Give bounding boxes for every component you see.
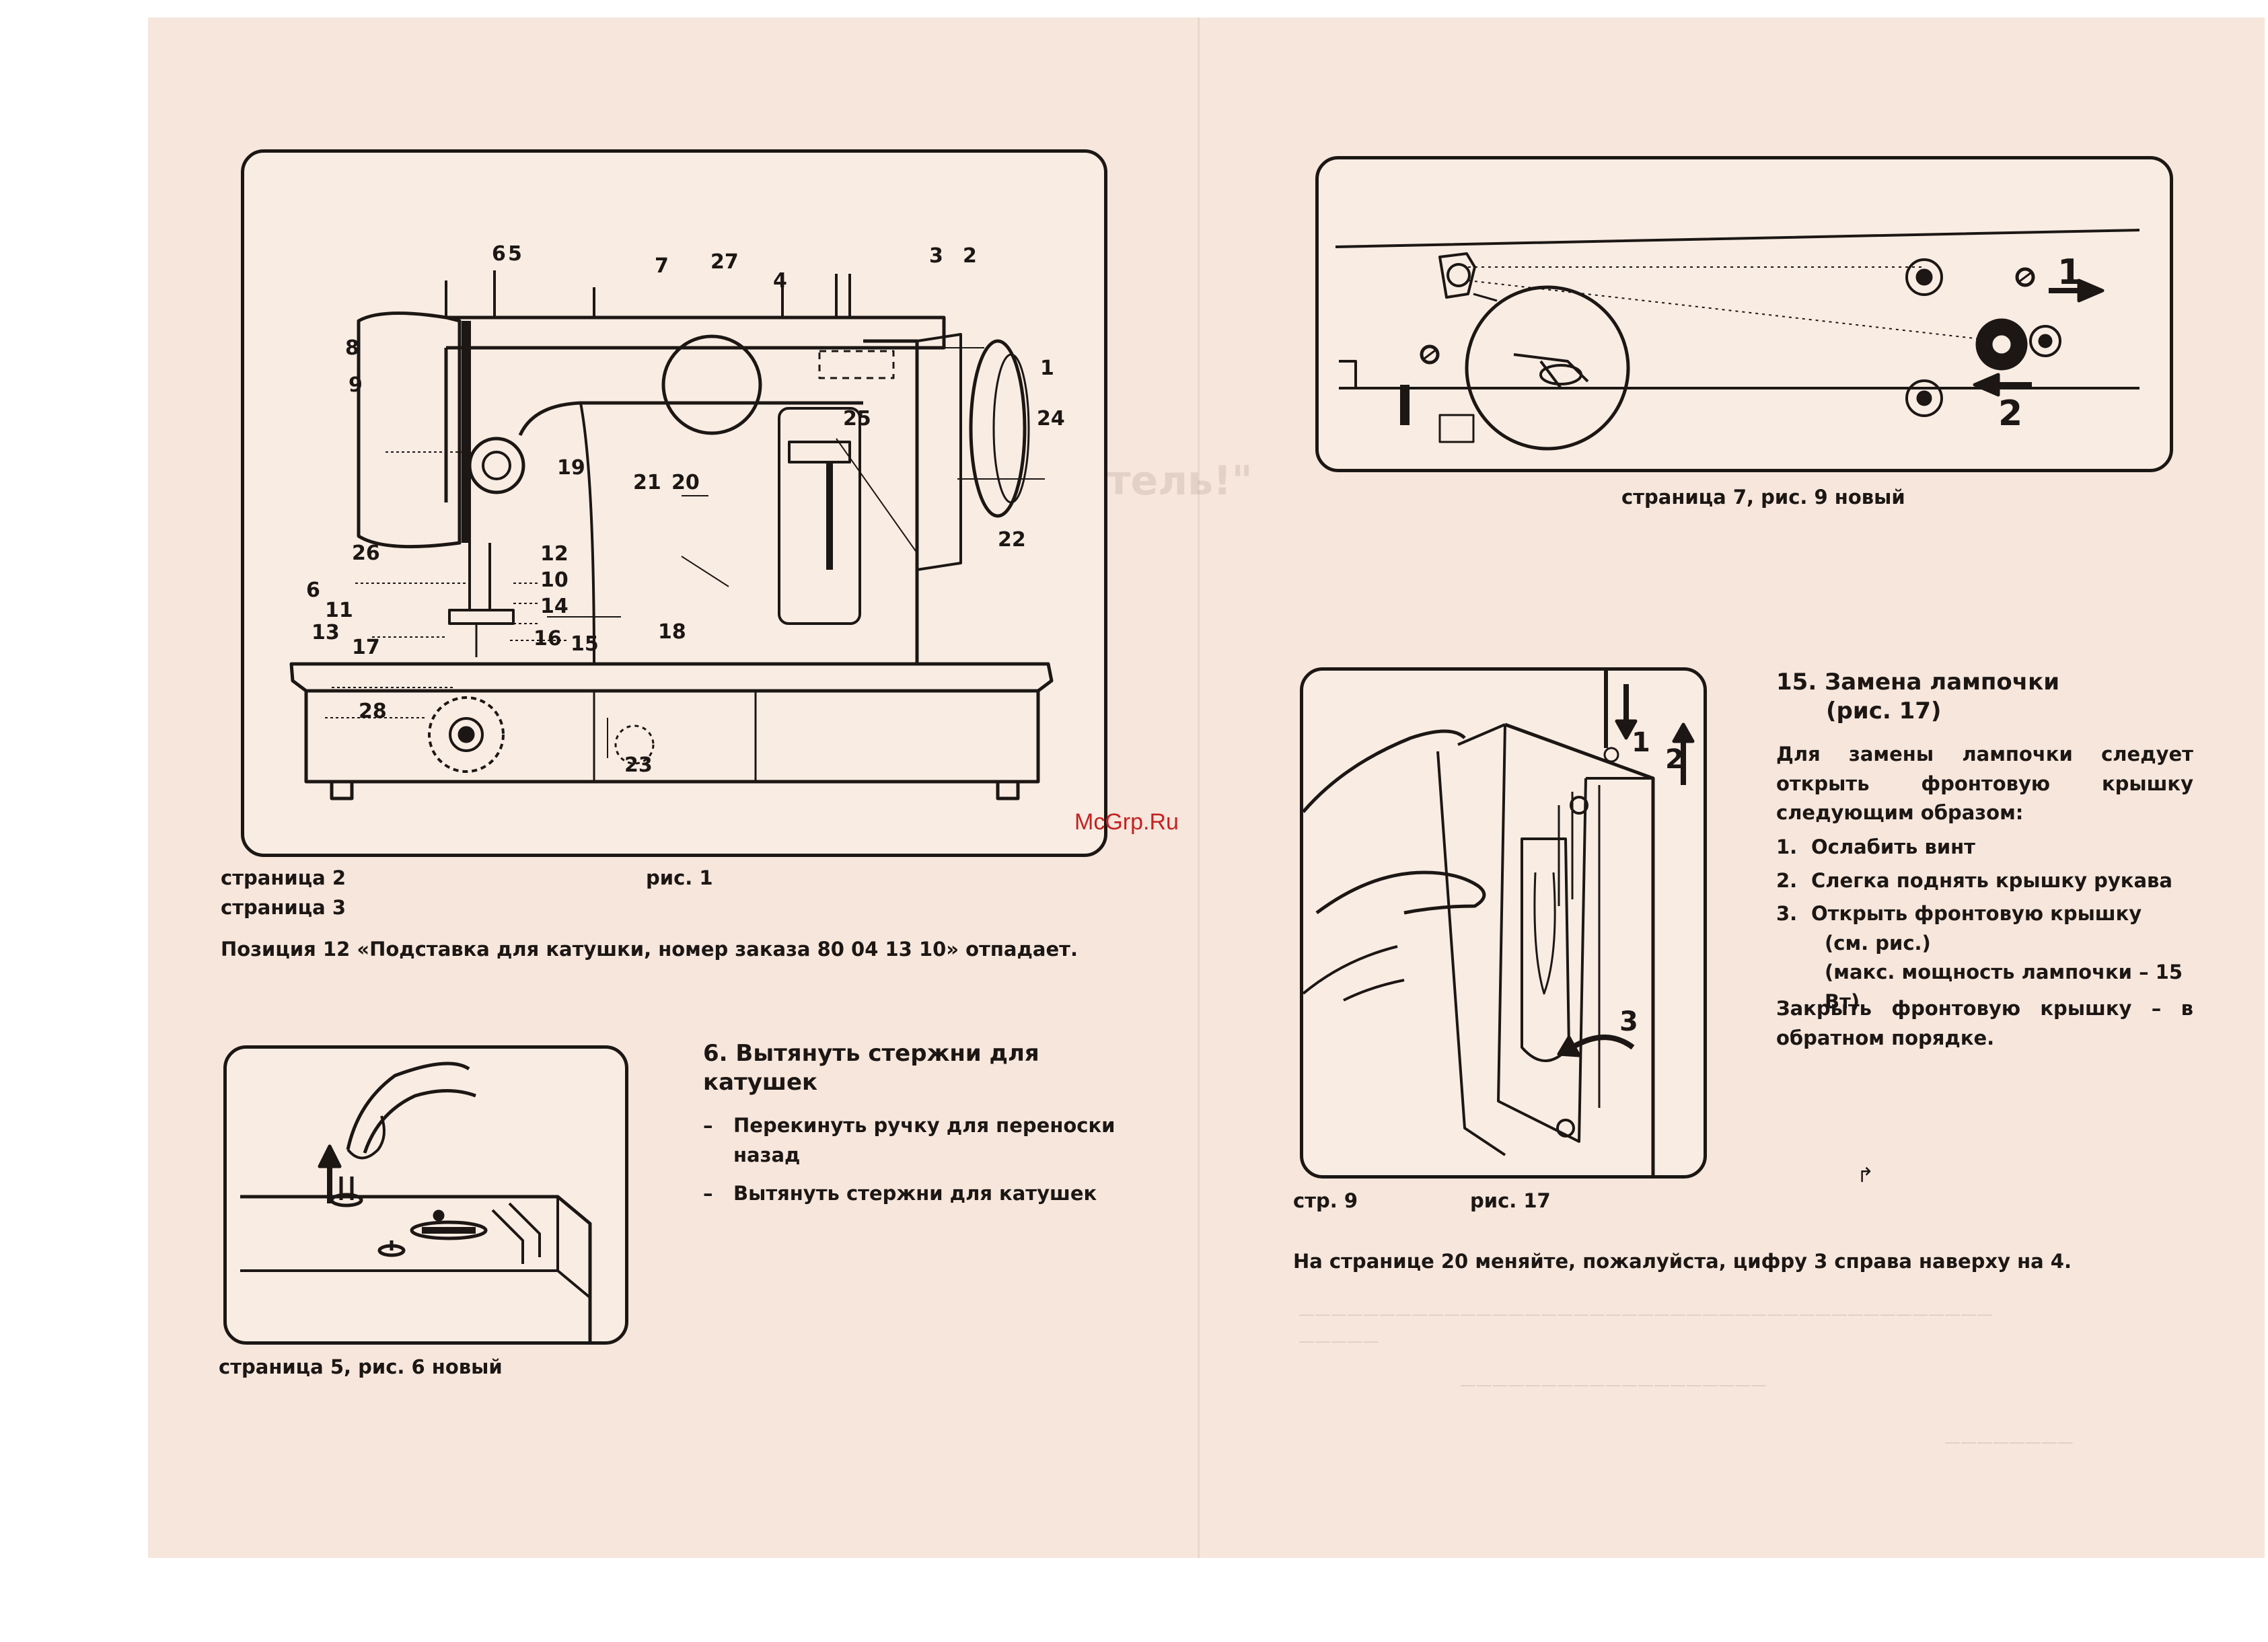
step-number: 1. bbox=[1776, 835, 1798, 858]
section-6-number: 6. bbox=[703, 1040, 728, 1067]
note-position-12: Позиция 12 «Подставка для катушки, номер… bbox=[221, 938, 1078, 961]
figure-1-caption-fig: рис. 1 bbox=[646, 866, 713, 889]
callout-2: 2 bbox=[963, 244, 977, 268]
section-15-title-line: 15. Замена лампочки bbox=[1776, 668, 2126, 697]
section-6-title: Вытянуть стержни для катушек bbox=[703, 1040, 1039, 1096]
callout-28: 28 bbox=[359, 700, 387, 723]
callout-1: 1 bbox=[1632, 727, 1650, 758]
list-item-text: Перекинуть ручку для переноски назад bbox=[733, 1114, 1115, 1166]
show-through-line: ————— bbox=[1298, 1332, 1379, 1351]
callout-21: 21 bbox=[633, 471, 661, 494]
step-text: Открыть фронтовую крышку bbox=[1811, 902, 2142, 925]
figure-1-sewing-machine: 1 2 3 4 5 6 6 7 8 9 10 11 12 13 14 15 16… bbox=[241, 149, 1107, 857]
list-item: – Вытянуть стержни для катушек bbox=[703, 1179, 1134, 1209]
callout-3: 3 bbox=[929, 244, 943, 268]
callout-14: 14 bbox=[540, 595, 569, 618]
callout-1: 1 bbox=[1040, 357, 1054, 380]
callout-13: 13 bbox=[312, 621, 340, 644]
callout-12: 12 bbox=[540, 542, 569, 566]
show-through-line: ———————— bbox=[1944, 1433, 2074, 1452]
dash-bullet: – bbox=[703, 1114, 713, 1137]
figure-9-caption: страница 7, рис. 9 новый bbox=[1621, 486, 1905, 509]
step-item: 1. Ослабить винт bbox=[1776, 833, 2207, 862]
step-note-wattage: (макс. мощность лампочки – 15 Вт) bbox=[1825, 961, 2183, 1013]
section-15-closing: Закрыть фронтовую крышку – в обратном по… bbox=[1776, 997, 2193, 1049]
callout-6-side: 6 bbox=[306, 579, 320, 602]
callout-10: 10 bbox=[540, 568, 569, 592]
callout-2: 2 bbox=[1998, 394, 2022, 434]
callout-18: 18 bbox=[658, 620, 686, 644]
callout-4: 4 bbox=[773, 269, 787, 293]
spool-pin-diagram bbox=[240, 1061, 592, 1341]
callout-1: 1 bbox=[2057, 252, 2082, 293]
callout-2: 2 bbox=[1665, 744, 1684, 775]
callout-27: 27 bbox=[710, 250, 739, 274]
dash-bullet: – bbox=[703, 1182, 713, 1205]
list-item-text: Вытянуть стержни для катушек bbox=[733, 1182, 1097, 1205]
callout-9: 9 bbox=[349, 373, 363, 397]
pencil-mark: ↱ bbox=[1857, 1164, 1874, 1187]
callout-26: 26 bbox=[352, 542, 380, 565]
section-15-figure-ref: (рис. 17) bbox=[1826, 697, 1942, 724]
callout-24: 24 bbox=[1037, 407, 1065, 431]
section-6-heading: 6. Вытянуть стержни для катушек bbox=[703, 1039, 1107, 1096]
callout-5: 5 bbox=[508, 242, 522, 266]
figure-9-bobbin-winding: 1 2 bbox=[1315, 156, 2173, 472]
section-15-steps: 1. Ослабить винт 2. Слегка поднять крышк… bbox=[1776, 833, 2207, 1016]
step-item: 2. Слегка поднять крышку рукава bbox=[1776, 866, 2207, 896]
section-15-number: 15. bbox=[1776, 669, 1817, 696]
callout-8: 8 bbox=[345, 336, 359, 360]
figure-6-spool-pins bbox=[223, 1045, 628, 1345]
callout-7: 7 bbox=[655, 254, 669, 278]
callout-25: 25 bbox=[843, 407, 871, 431]
figure-6-caption: страница 5, рис. 6 новый bbox=[219, 1355, 503, 1378]
step-text: Ослабить винт bbox=[1811, 835, 1975, 858]
callout-6-top: 6 bbox=[492, 242, 506, 266]
section-15-intro: Для замены лампочки следует открыть фрон… bbox=[1776, 743, 2193, 824]
callout-16: 16 bbox=[534, 627, 562, 650]
step-item: 3. Открыть фронтовую крышку (см. рис.) (… bbox=[1776, 899, 2207, 1016]
step-note: (см. рис.) bbox=[1825, 931, 1931, 955]
page-fold bbox=[1198, 17, 1200, 1558]
step-number: 2. bbox=[1776, 868, 1798, 892]
section-15-heading: 15. Замена лампочки (рис. 17) bbox=[1776, 668, 2126, 725]
figure-17-caption-fig: рис. 17 bbox=[1470, 1189, 1551, 1212]
section-6-list: – Перекинуть ручку для переноски назад –… bbox=[703, 1111, 1134, 1209]
step-number: 3. bbox=[1776, 902, 1798, 925]
callout-15: 15 bbox=[571, 632, 599, 656]
list-item: – Перекинуть ручку для переноски назад bbox=[703, 1111, 1134, 1170]
callout-22: 22 bbox=[998, 528, 1026, 552]
section-15-title: Замена лампочки bbox=[1825, 669, 2060, 696]
callout-20: 20 bbox=[671, 471, 700, 494]
callout-11: 11 bbox=[325, 599, 353, 622]
step-text: Слегка поднять крышку рукава bbox=[1811, 868, 2172, 892]
callout-23: 23 bbox=[624, 753, 653, 777]
callout-17: 17 bbox=[352, 636, 380, 659]
figure-17-caption-page: стр. 9 bbox=[1293, 1189, 1358, 1212]
figure-1-caption-page3: страница 3 bbox=[221, 896, 346, 919]
bobbin-winding-diagram: 1 2 bbox=[1335, 229, 2140, 451]
sewing-machine-diagram: 1 2 3 4 5 6 6 7 8 9 10 11 12 13 14 15 16… bbox=[289, 242, 1065, 800]
show-through-line: ——————————————————— bbox=[1460, 1376, 1767, 1394]
callout-3: 3 bbox=[1619, 1006, 1638, 1037]
callout-19: 19 bbox=[557, 456, 585, 480]
figure-1-caption-page2: страница 2 bbox=[221, 866, 346, 889]
lamp-replacement-diagram: 1 2 3 bbox=[1303, 671, 1695, 1175]
figure-1-callouts: 1 2 3 4 5 6 6 7 8 9 10 11 12 13 14 15 16… bbox=[306, 242, 1065, 777]
figure-17-lamp-replacement: 1 2 3 bbox=[1300, 667, 1707, 1179]
show-through-line: ————————————————————————————————————————… bbox=[1298, 1305, 1993, 1324]
watermark-logo: McGrp.Ru bbox=[1074, 809, 1179, 835]
note-page-20: На странице 20 меняйте, пожалуйста, цифр… bbox=[1293, 1250, 2072, 1273]
